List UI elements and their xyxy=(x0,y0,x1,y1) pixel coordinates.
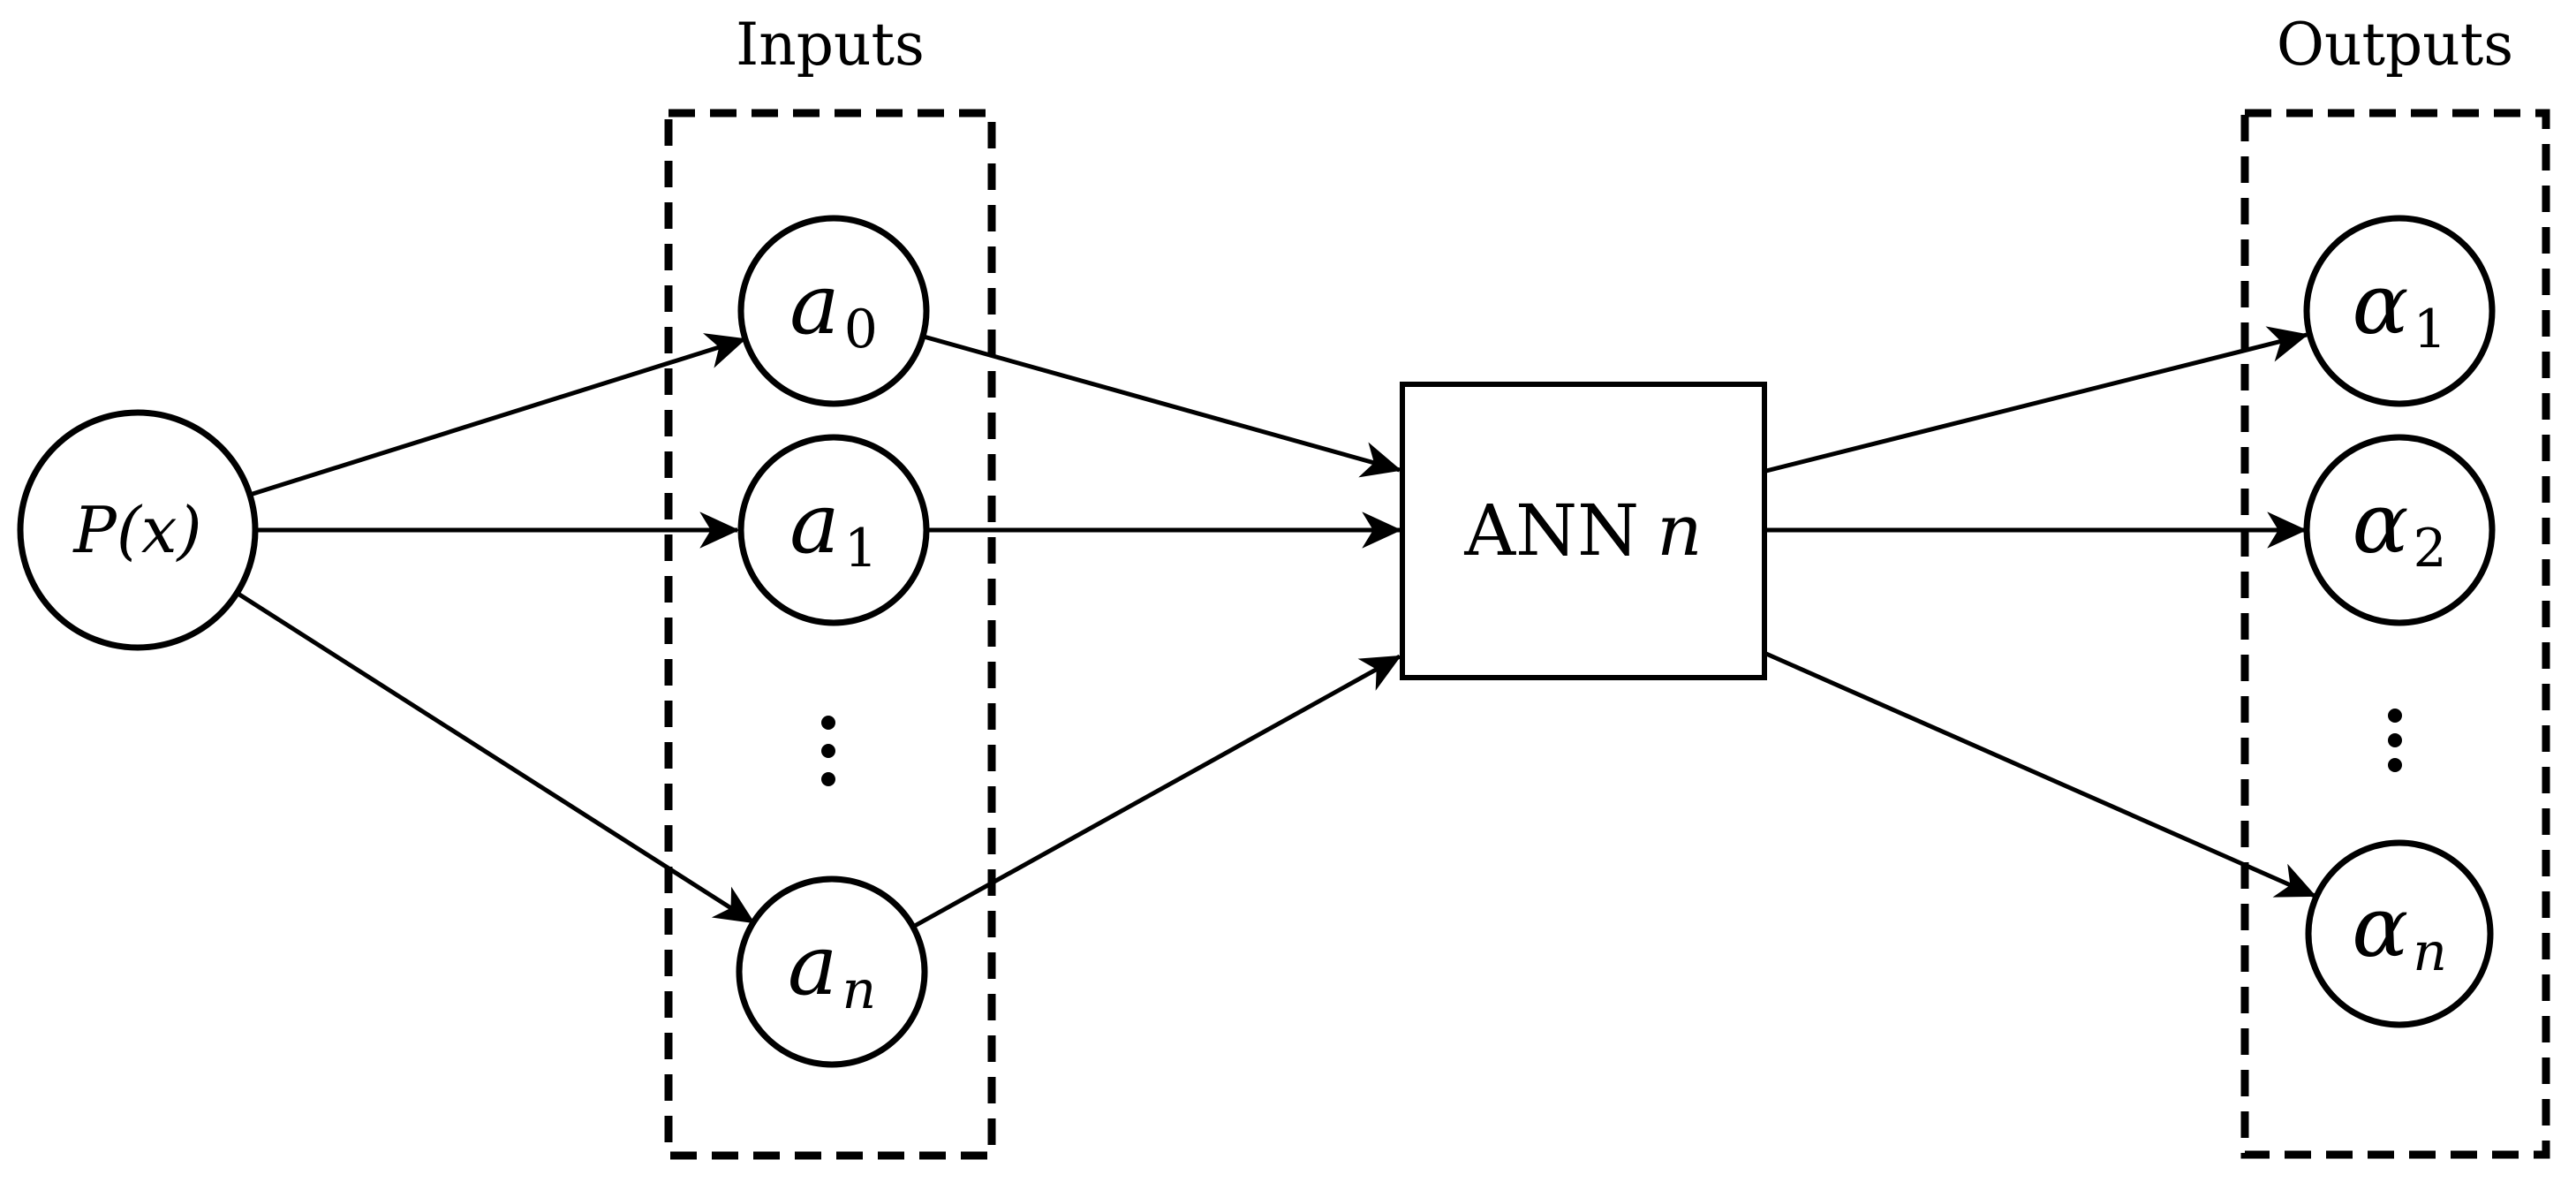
a1-subscript: 1 xyxy=(844,518,878,580)
input-node-a0 xyxy=(737,215,930,407)
output-node-alpha2 xyxy=(2303,434,2496,626)
outputs-vertical-ellipsis-icon xyxy=(2388,709,2402,772)
source-node xyxy=(17,409,259,651)
a0-subscript: 0 xyxy=(844,299,878,360)
inputs-group-title: Inputs xyxy=(736,11,925,79)
arrow-a0-to-ann xyxy=(923,334,1402,478)
input-node-an-label: an xyxy=(788,917,876,1021)
inputs-group-box xyxy=(664,109,996,1160)
ann-box-label-main: ANN xyxy=(1463,489,1639,572)
arrow-an-to-ann xyxy=(911,654,1401,929)
ann-box-label-suffix: n xyxy=(1657,489,1703,572)
alpha1-subscript: 1 xyxy=(2413,299,2446,360)
arrow-source-to-an xyxy=(235,590,755,925)
a0-base: a xyxy=(789,256,840,353)
outputs-group-title: Outputs xyxy=(2277,11,2513,79)
a1-base: a xyxy=(789,475,840,572)
input-node-a0-label: a0 xyxy=(789,256,878,360)
alpha2-base: α xyxy=(2352,475,2408,572)
inputs-vertical-ellipsis-icon xyxy=(821,716,835,786)
source-node-label: P(x) xyxy=(72,493,201,567)
input-node-a1-label: a1 xyxy=(789,475,878,580)
ellipsis-dot xyxy=(821,772,835,786)
ellipsis-dot xyxy=(2388,758,2402,772)
input-node-a1 xyxy=(737,434,930,626)
an-base: a xyxy=(788,917,838,1014)
alpha2-subscript: 2 xyxy=(2413,518,2446,580)
output-node-alphan xyxy=(2305,839,2494,1028)
output-node-alpha1-label: α1 xyxy=(2352,256,2446,360)
arrow-ann-to-alphan xyxy=(1764,651,2317,898)
arrow-source-to-a0 xyxy=(249,333,747,497)
an-subscript: n xyxy=(842,959,876,1021)
alphan-subscript: n xyxy=(2413,921,2447,983)
output-node-alpha1 xyxy=(2303,215,2496,407)
ann-box xyxy=(1400,382,1767,680)
alphan-base: α xyxy=(2352,879,2408,976)
output-node-alpha2-label: α2 xyxy=(2352,475,2446,580)
ellipsis-dot xyxy=(2388,709,2402,723)
outputs-group-box xyxy=(2240,109,2550,1159)
output-node-alphan-label: αn xyxy=(2352,879,2447,983)
arrow-ann-to-alpha1 xyxy=(1765,326,2309,474)
ellipsis-dot xyxy=(821,744,835,758)
ellipsis-dot xyxy=(821,716,835,730)
ellipsis-dot xyxy=(2388,733,2402,747)
alpha1-base: α xyxy=(2352,256,2408,353)
input-node-an xyxy=(736,875,928,1068)
